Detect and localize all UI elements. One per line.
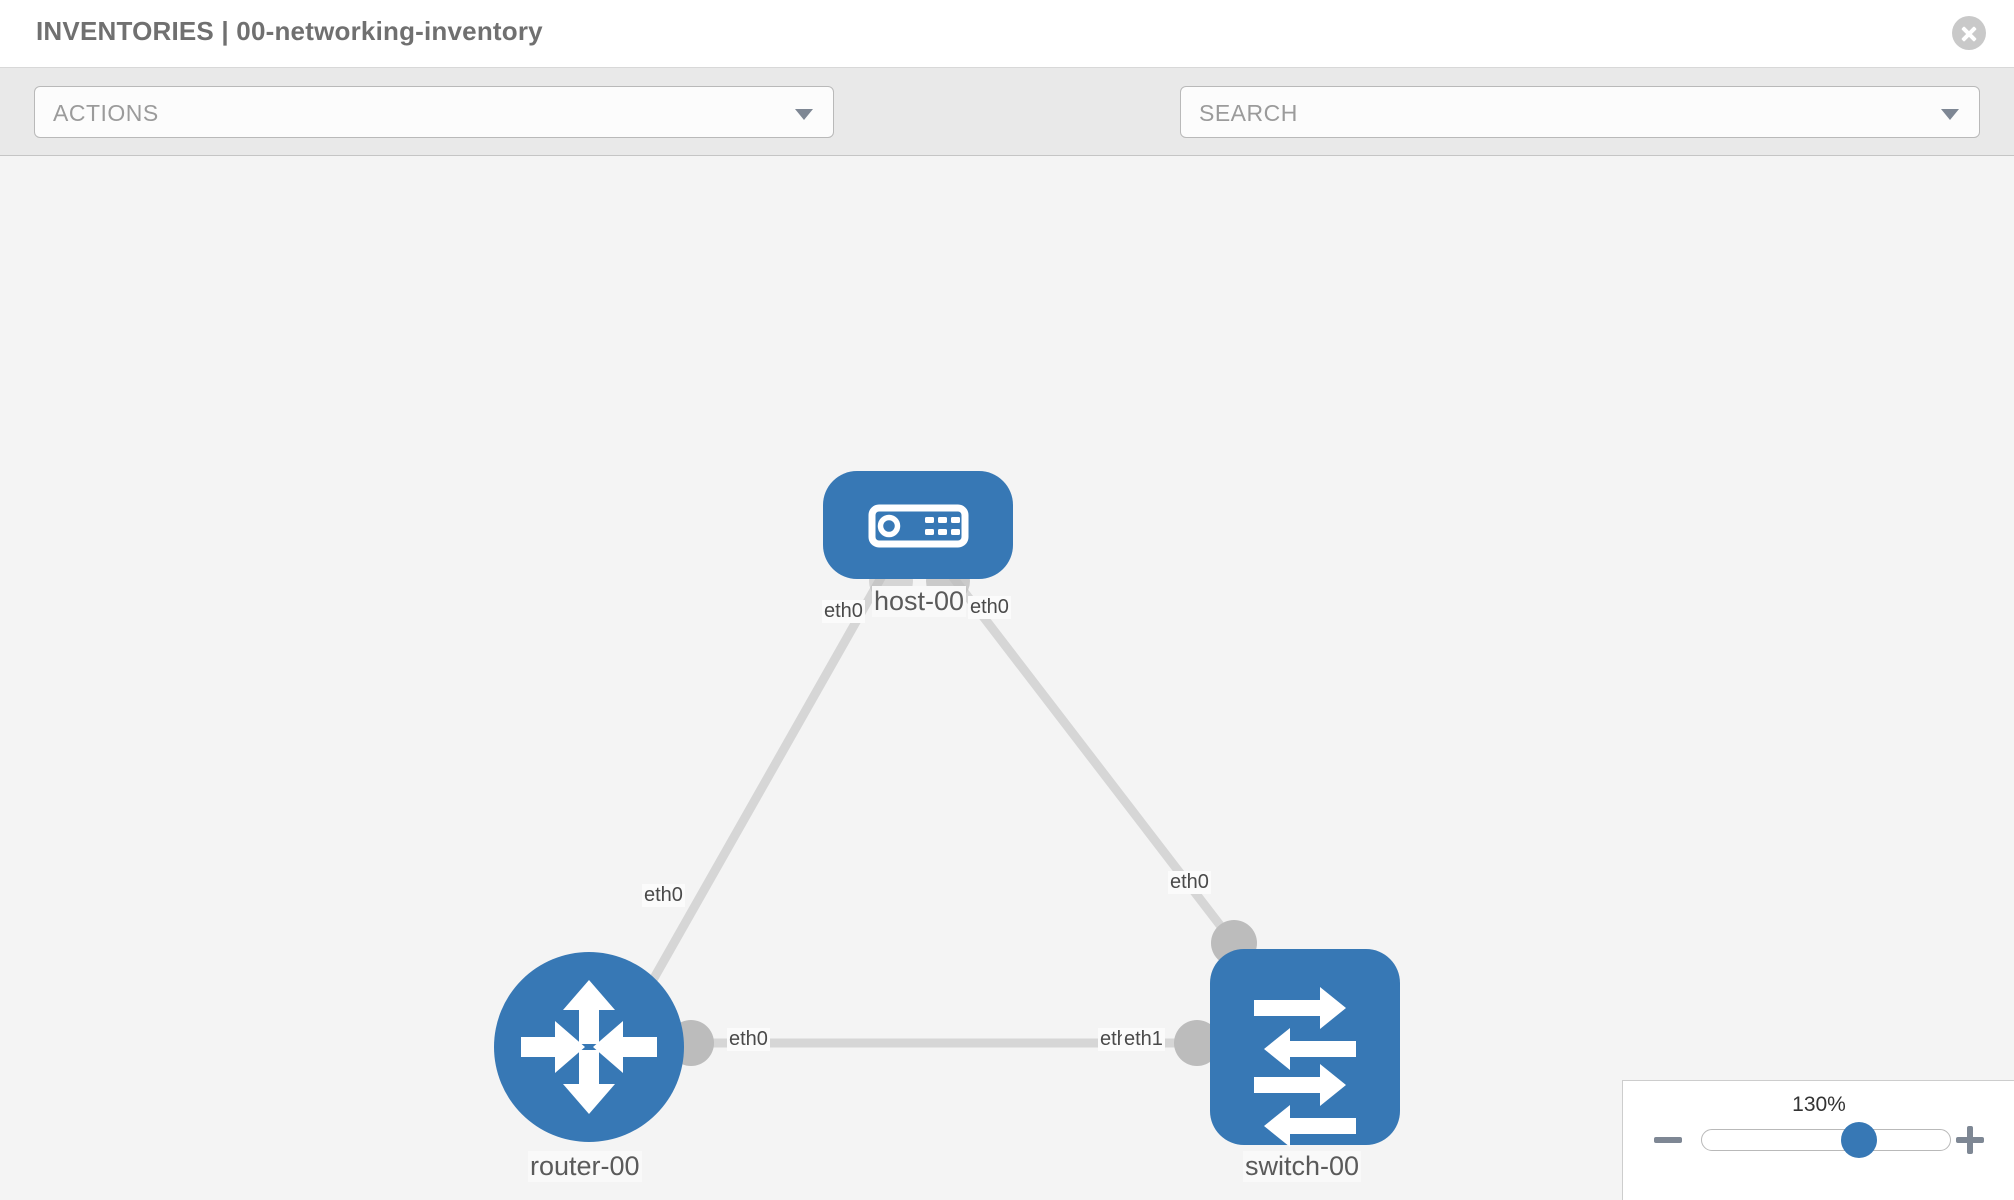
node-switch-00 xyxy=(1210,949,1400,1147)
zoom-slider-track[interactable] xyxy=(1701,1129,1951,1151)
zoom-percent-label: 130% xyxy=(1792,1093,1846,1116)
chevron-down-icon xyxy=(795,109,813,120)
node-label-router: router-00 xyxy=(528,1151,642,1182)
page-header: INVENTORIES | 00-networking-inventory xyxy=(0,0,2014,68)
topology-ports xyxy=(668,559,1257,1066)
minus-icon[interactable] xyxy=(1651,1123,1685,1157)
interface-label: eth0 xyxy=(727,1028,770,1051)
node-label-switch: switch-00 xyxy=(1243,1151,1362,1182)
chevron-down-icon[interactable] xyxy=(1941,109,1959,120)
topology-links xyxy=(640,571,1241,1048)
topology-graph xyxy=(494,471,1400,1147)
zoom-slider-thumb[interactable] xyxy=(1841,1122,1877,1158)
page-title: INVENTORIES | 00-networking-inventory xyxy=(36,16,543,46)
plus-icon[interactable] xyxy=(1953,1123,1987,1157)
zoom-control: 130% xyxy=(1622,1080,2014,1200)
node-router-00 xyxy=(494,952,684,1142)
actions-dropdown[interactable]: ACTIONS xyxy=(34,86,834,138)
port-switch-left xyxy=(1174,1020,1220,1066)
interface-label: eth0 xyxy=(822,600,865,623)
interface-label: eth1 xyxy=(1122,1028,1165,1051)
interface-label: eth0 xyxy=(1168,871,1211,894)
topology-canvas[interactable]: eth0 eth0 eth0 eth0 eth0 eth0 eth1 host-… xyxy=(0,156,2014,1200)
link-host-router xyxy=(640,571,887,999)
search-input[interactable]: SEARCH xyxy=(1180,86,1980,138)
interface-label: eth0 xyxy=(642,884,685,907)
interface-label: eth0 xyxy=(968,596,1011,619)
close-icon[interactable] xyxy=(1952,16,1986,50)
node-host-00 xyxy=(823,471,1013,579)
topology-toolbar: ACTIONS SEARCH xyxy=(0,68,2014,199)
node-label-host: host-00 xyxy=(872,586,967,617)
search-placeholder-label: SEARCH xyxy=(1199,100,1298,126)
actions-dropdown-label: ACTIONS xyxy=(53,100,159,126)
